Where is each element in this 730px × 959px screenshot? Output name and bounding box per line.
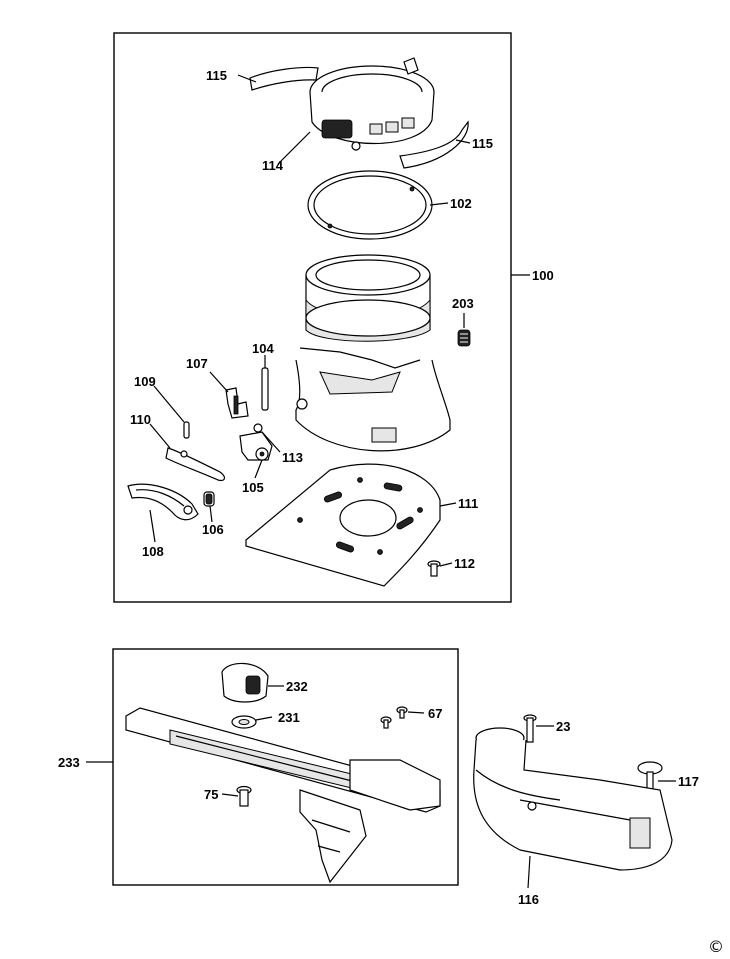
part-117-knob — [637, 761, 663, 795]
callout-112: 112 — [454, 556, 475, 571]
callout-117: 117 — [678, 774, 699, 789]
callout-113: 113 — [282, 450, 303, 465]
callout-107: 107 — [186, 356, 208, 371]
callout-106: 106 — [202, 522, 224, 537]
part-232-knob — [221, 662, 269, 703]
part-110-lever — [165, 447, 226, 482]
part-75-screw — [236, 785, 252, 807]
upper-assembly-frame — [113, 32, 512, 603]
part-115-left-strip — [249, 66, 319, 91]
part-106-knob — [203, 491, 215, 507]
part-114-clamp-ring — [309, 57, 435, 151]
callout-23: 23 — [556, 719, 570, 734]
callout-67: 67 — [428, 706, 442, 721]
callout-231: 231 — [278, 710, 300, 725]
callout-115-right: 115 — [472, 136, 493, 151]
callout-111: 111 — [458, 496, 478, 511]
part-105-bracket — [239, 431, 273, 461]
part-67-screws — [380, 706, 408, 729]
callout-116: 116 — [518, 892, 539, 907]
callout-109: 109 — [134, 374, 156, 389]
callout-104: 104 — [252, 341, 274, 356]
callout-108: 108 — [142, 544, 164, 559]
callout-110: 110 — [130, 412, 151, 427]
part-113-nut — [253, 423, 263, 433]
part-233-edge-guide — [125, 707, 441, 884]
part-109-pin — [183, 421, 190, 439]
part-100-base-housing — [295, 254, 451, 452]
part-231-washer — [231, 715, 257, 729]
callout-233: 233 — [58, 755, 80, 770]
part-108-handle — [127, 483, 199, 521]
leader-lines — [86, 74, 676, 889]
callout-75: 75 — [204, 787, 218, 802]
part-115-right-strip — [399, 120, 469, 169]
part-102-thin-ring — [307, 170, 433, 240]
callout-232: 232 — [286, 679, 308, 694]
callout-102: 102 — [450, 196, 472, 211]
part-112-screw — [427, 560, 441, 577]
part-107-clip — [225, 387, 249, 419]
callout-203: 203 — [452, 296, 474, 311]
part-104-pin — [261, 367, 269, 411]
copyright-mark: © — [708, 937, 724, 956]
part-23-screw — [523, 714, 537, 743]
callout-100: 100 — [532, 268, 554, 283]
callout-115-left: 115 — [206, 68, 227, 83]
part-116-dust-hood — [473, 727, 673, 871]
part-203-spring — [457, 329, 471, 347]
part-111-base-plate — [245, 463, 441, 587]
edge-guide-frame — [112, 648, 459, 886]
callout-114: 114 — [262, 158, 284, 173]
callout-105: 105 — [242, 480, 264, 495]
